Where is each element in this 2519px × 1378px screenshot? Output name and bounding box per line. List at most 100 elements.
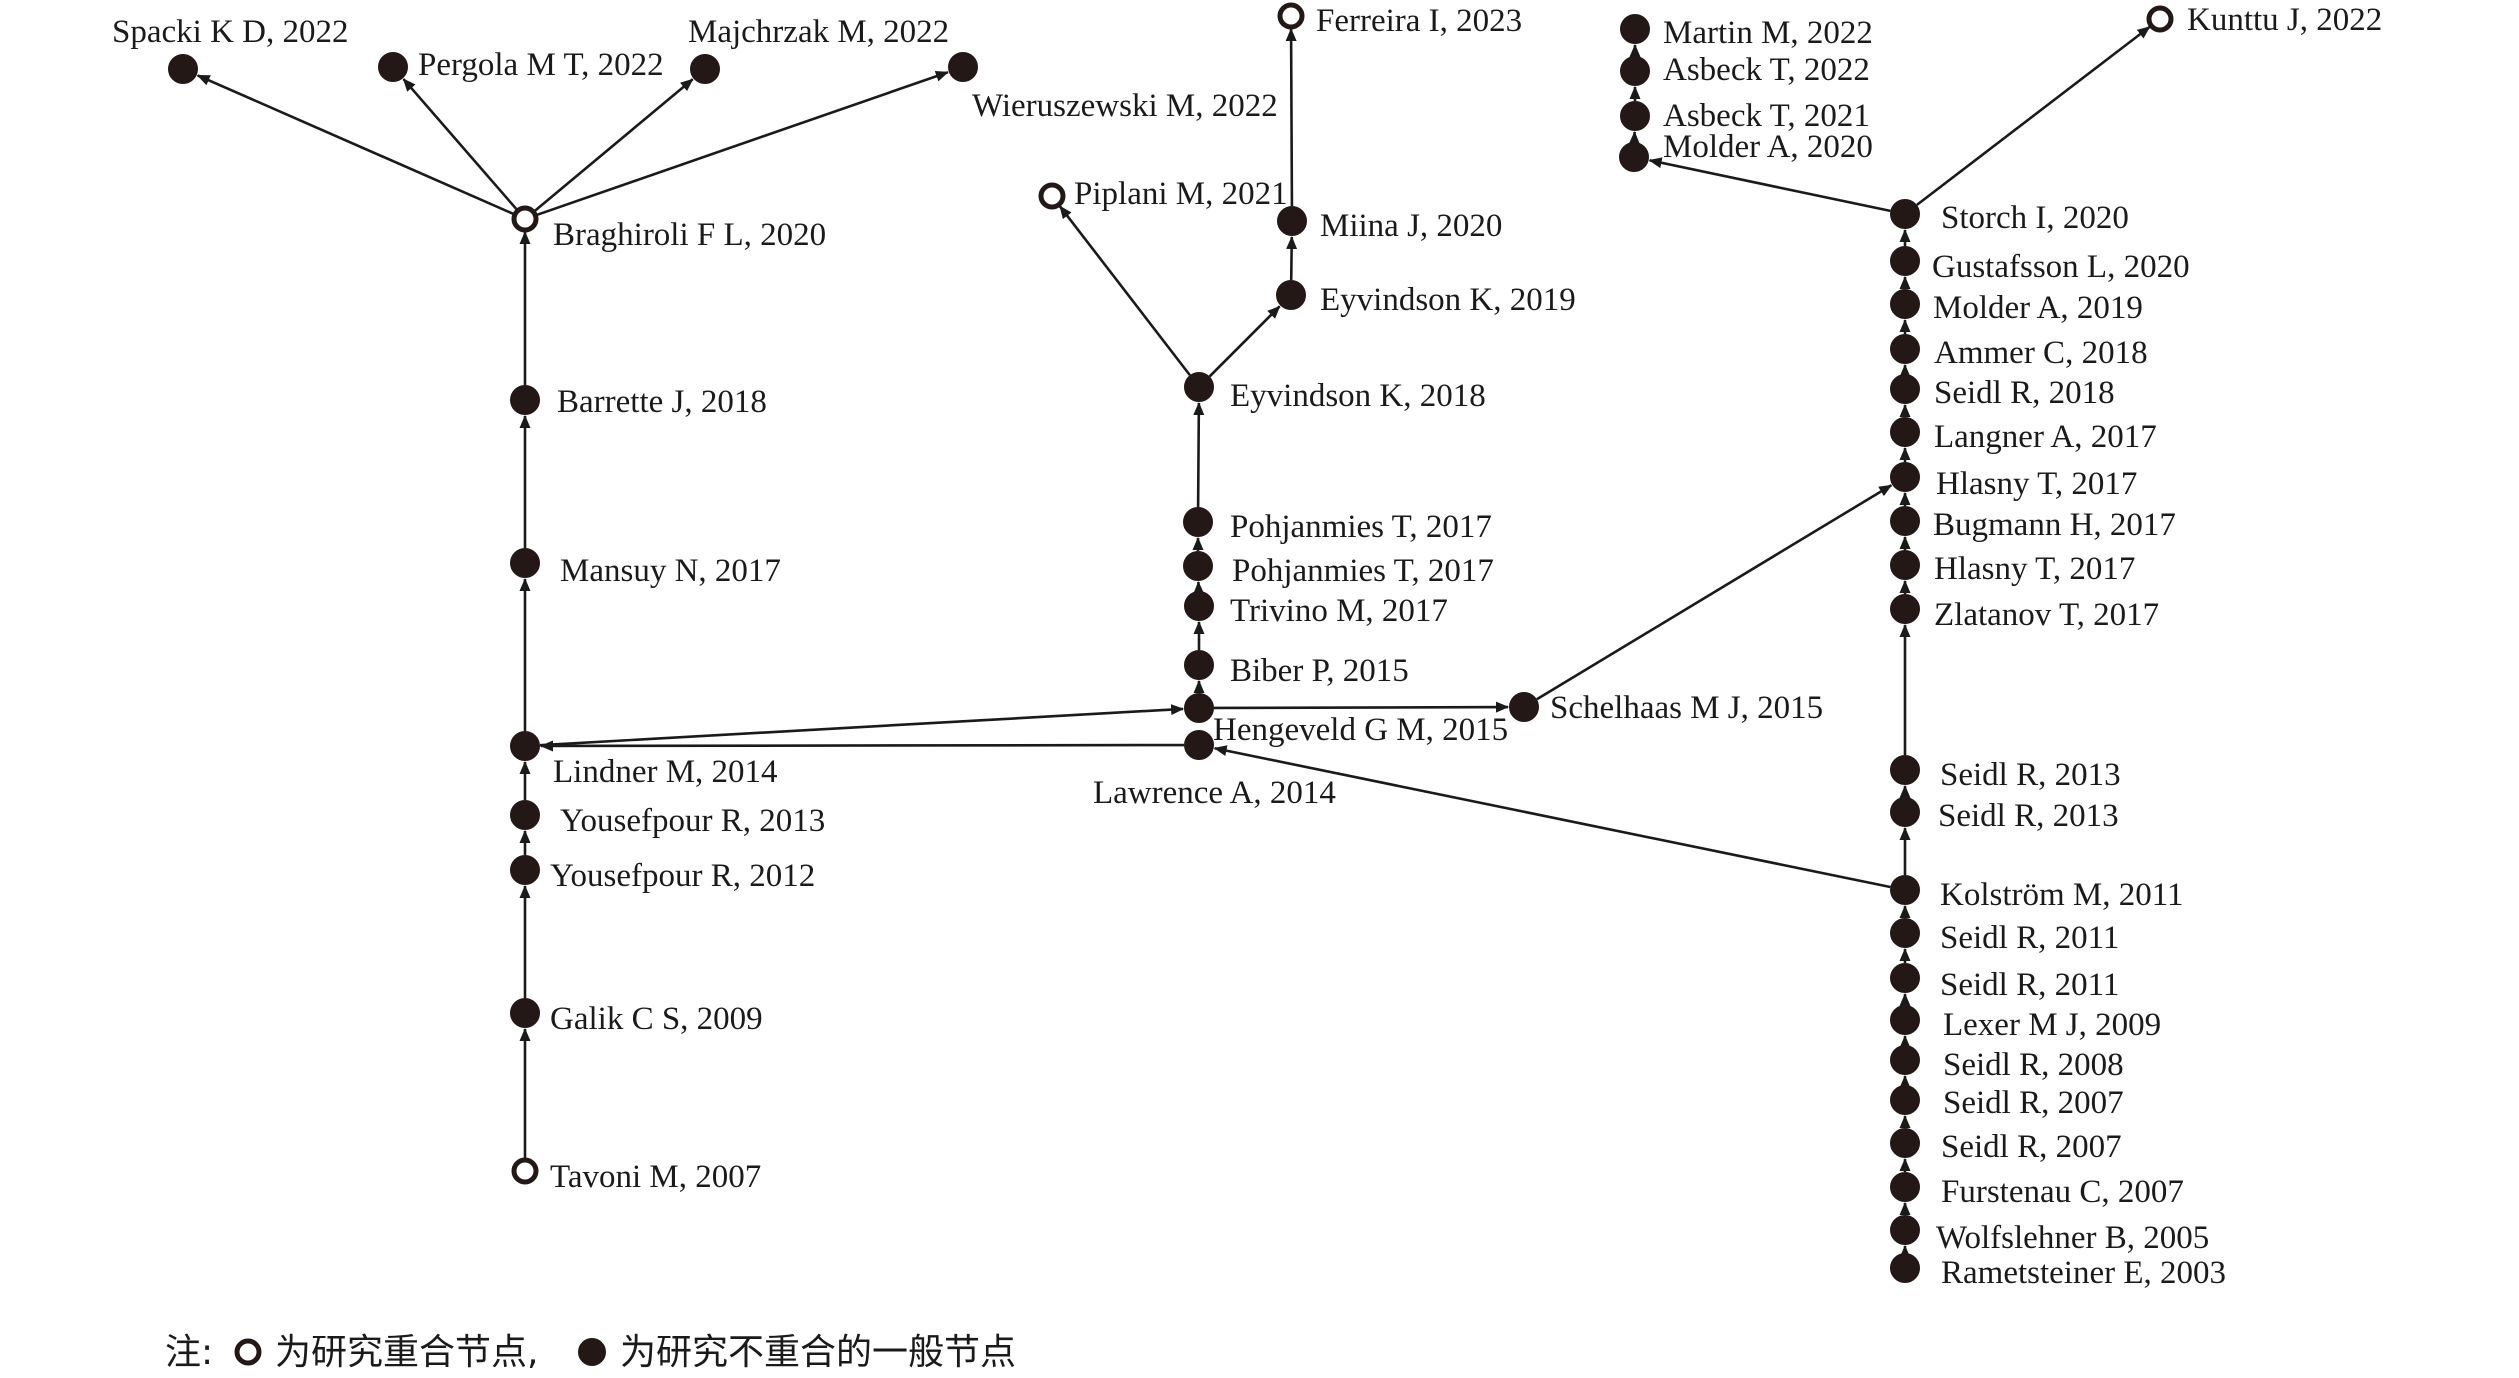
edge-storch2020-to-kunttu2022 xyxy=(1916,25,2151,206)
node-tavoni2007 xyxy=(511,1157,539,1185)
node-label-hlasny2017b: Hlasny T, 2017 xyxy=(1934,551,2135,587)
node-label-lindner2014: Lindner M, 2014 xyxy=(553,754,778,790)
node-hlasny2017a xyxy=(1890,462,1920,492)
edge-hengeveld2015-to-schelhaas2015 xyxy=(1213,701,1510,713)
node-lawrence2014 xyxy=(1184,730,1214,760)
node-label-asbeck2022: Asbeck T, 2022 xyxy=(1663,52,1870,88)
node-label-yousefpour2013: Yousefpour R, 2013 xyxy=(560,803,825,839)
edge-braghiroli2020-to-spacki2022 xyxy=(196,74,515,216)
node-galik2009 xyxy=(510,998,540,1028)
node-pohjanmies2017b xyxy=(1183,551,1213,581)
edge-braghiroli2020-to-pergola2022 xyxy=(402,78,519,211)
node-asbeck2021 xyxy=(1620,101,1650,131)
node-label-ammer2018: Ammer C, 2018 xyxy=(1934,335,2148,371)
node-hlasny2017b xyxy=(1890,550,1920,580)
node-label-schelhaas2015: Schelhaas M J, 2015 xyxy=(1550,690,1823,726)
node-zlatanov2017 xyxy=(1890,594,1920,624)
node-barrette2018 xyxy=(510,385,540,415)
node-eyvindson2018 xyxy=(1184,372,1214,402)
node-label-wieruszewski2022: Wieruszewski M, 2022 xyxy=(972,88,1278,124)
node-yousefpour2013 xyxy=(510,800,540,830)
node-langner2017 xyxy=(1890,417,1920,447)
node-label-rametsteiner2003: Rametsteiner E, 2003 xyxy=(1941,1255,2226,1291)
node-molder2019 xyxy=(1890,289,1920,319)
node-braghiroli2020 xyxy=(511,205,539,233)
node-label-seidl2008: Seidl R, 2008 xyxy=(1943,1047,2124,1083)
node-seidl2007b xyxy=(1890,1128,1920,1158)
node-label-molder2019: Molder A, 2019 xyxy=(1933,290,2143,326)
node-label-zlatanov2017: Zlatanov T, 2017 xyxy=(1934,597,2159,633)
node-rametsteiner2003 xyxy=(1890,1253,1920,1283)
node-lindner2014 xyxy=(510,731,540,761)
node-label-seidl2011a: Seidl R, 2011 xyxy=(1940,920,2119,956)
node-label-langner2017: Langner A, 2017 xyxy=(1934,419,2157,455)
node-label-pohjanmies2017b: Pohjanmies T, 2017 xyxy=(1232,553,1494,589)
node-label-lexer2009: Lexer M J, 2009 xyxy=(1943,1007,2161,1043)
node-label-spacki2022: Spacki K D, 2022 xyxy=(112,14,348,50)
edges-layer xyxy=(196,25,2151,1258)
node-seidl2018 xyxy=(1890,374,1920,404)
edge-lawrence2014-to-lindner2014 xyxy=(540,740,1185,752)
node-molder2020 xyxy=(1619,142,1649,172)
node-gustafsson2020 xyxy=(1890,246,1920,276)
node-yousefpour2012 xyxy=(510,855,540,885)
node-label-eyvindson2018: Eyvindson K, 2018 xyxy=(1230,378,1486,414)
node-label-wolfslehner2005: Wolfslehner B, 2005 xyxy=(1936,1220,2209,1256)
node-label-hlasny2017a: Hlasny T, 2017 xyxy=(1936,466,2137,502)
node-seidl2011b xyxy=(1890,963,1920,993)
node-furstenau2007 xyxy=(1890,1172,1920,1202)
node-mansuy2017 xyxy=(510,548,540,578)
node-label-piplani2021: Piplani M, 2021 xyxy=(1074,176,1288,212)
node-kolstrom2011 xyxy=(1890,875,1920,905)
node-seidl2007a xyxy=(1890,1085,1920,1115)
node-lexer2009 xyxy=(1890,1005,1920,1035)
node-label-galik2009: Galik C S, 2009 xyxy=(550,1001,763,1037)
node-label-mansuy2017: Mansuy N, 2017 xyxy=(560,553,781,589)
nodes-layer xyxy=(168,2,2174,1283)
node-miina2020 xyxy=(1277,206,1307,236)
node-asbeck2022 xyxy=(1620,56,1650,86)
node-label-storch2020: Storch I, 2020 xyxy=(1941,200,2129,236)
node-label-kunttu2022: Kunttu J, 2022 xyxy=(2187,2,2382,38)
edge-eyvindson2018-to-eyvindson2019 xyxy=(1208,305,1281,378)
edge-braghiroli2020-to-wieruszewski2022 xyxy=(535,70,949,217)
node-seidl2008 xyxy=(1890,1045,1920,1075)
legend-prefix: 注: xyxy=(165,1332,213,1373)
edge-storch2020-to-molder2020 xyxy=(1648,157,1891,213)
node-label-furstenau2007: Furstenau C, 2007 xyxy=(1941,1174,2184,1210)
node-label-trivino2017: Trivino M, 2017 xyxy=(1230,593,1448,629)
legend-overlap-text: 为研究重合节点, xyxy=(275,1332,538,1373)
node-storch2020 xyxy=(1890,199,1920,229)
node-label-tavoni2007: Tavoni M, 2007 xyxy=(550,1159,761,1195)
node-label-hengeveld2015: Hengeveld G M, 2015 xyxy=(1213,712,1508,748)
node-seidl2013b xyxy=(1890,797,1920,827)
node-piplani2021 xyxy=(1038,182,1066,210)
node-label-braghiroli2020: Braghiroli F L, 2020 xyxy=(553,217,826,253)
edge-eyvindson2018-to-piplani2021 xyxy=(1058,205,1191,376)
node-label-seidl2007a: Seidl R, 2007 xyxy=(1943,1085,2124,1121)
node-pohjanmies2017a xyxy=(1183,507,1213,537)
node-pergola2022 xyxy=(378,52,408,82)
node-label-pohjanmies2017a: Pohjanmies T, 2017 xyxy=(1230,509,1492,545)
node-biber2015 xyxy=(1184,650,1214,680)
node-label-bugmann2017: Bugmann H, 2017 xyxy=(1933,507,2176,543)
edge-pohjanmies2017a-to-eyvindson2018 xyxy=(1193,401,1205,508)
node-eyvindson2019 xyxy=(1276,280,1306,310)
node-label-gustafsson2020: Gustafsson L, 2020 xyxy=(1932,249,2190,285)
node-label-seidl2013a: Seidl R, 2013 xyxy=(1940,757,2121,793)
node-label-martin2022: Martin M, 2022 xyxy=(1663,15,1873,51)
node-ammer2018 xyxy=(1890,334,1920,364)
legend: 注: 为研究重合节点, 为研究不重合的一般节点 xyxy=(165,1332,1016,1373)
node-label-seidl2011b: Seidl R, 2011 xyxy=(1940,967,2119,1003)
node-bugmann2017 xyxy=(1890,506,1920,536)
node-ferreira2023 xyxy=(1277,2,1305,30)
node-label-seidl2013b: Seidl R, 2013 xyxy=(1938,798,2119,834)
node-spacki2022 xyxy=(168,54,198,84)
legend-general-text: 为研究不重合的一般节点 xyxy=(620,1332,1016,1373)
edge-kolstrom2011-to-lawrence2014 xyxy=(1213,745,1891,889)
node-schelhaas2015 xyxy=(1509,692,1539,722)
node-trivino2017 xyxy=(1184,591,1214,621)
node-label-eyvindson2019: Eyvindson K, 2019 xyxy=(1320,282,1576,318)
legend-overlap-node-icon xyxy=(234,1338,262,1366)
